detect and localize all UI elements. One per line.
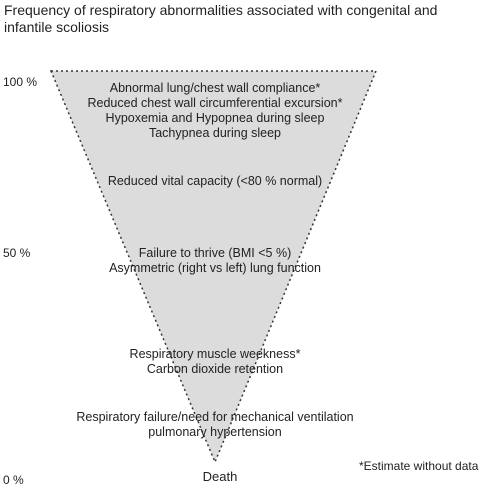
funnel-shape [49,70,378,464]
level-2-block: Reduced vital capacity (<80 % normal) [60,174,370,189]
level-4-line-2: Carbon dioxide retention [146,362,284,376]
level-1-line-3: Hypoxemia and Hypopnea during sleep [105,111,325,125]
footnote: *Estimate without data [359,459,479,473]
level-1-block: Abnormal lung/chest wall compliance* Red… [60,81,370,141]
level-4-block: Respiratory muscle weekness* Carbon diox… [60,347,370,377]
level-1-line-4: Tachypnea during sleep [148,126,282,140]
y-label-100: 100 % [3,75,38,89]
apex-label-death: Death [202,469,238,484]
level-1-line-2: Reduced chest wall circumferential excur… [87,96,343,110]
level-1-line-1: Abnormal lung/chest wall compliance* [109,81,321,95]
level-3-line-1: Failure to thrive (BMI <5 %) [138,246,292,260]
level-4-line-1: Respiratory muscle weekness* [129,347,301,361]
level-3-block: Failure to thrive (BMI <5 %) Asymmetric … [60,246,370,276]
level-2-line-1: Reduced vital capacity (<80 % normal) [107,174,323,188]
level-3-line-2: Asymmetric (right vs left) lung function [109,261,321,275]
y-label-50: 50 % [3,246,31,260]
level-5-block: Respiratory failure/need for mechanical … [60,410,370,440]
level-5-line-1: Respiratory failure/need for mechanical … [76,410,354,424]
figure-title: Frequency of respiratory abnormalities a… [4,2,438,35]
y-label-0: 0 % [3,473,24,487]
level-5-line-2: pulmonary hypertension [148,425,282,439]
